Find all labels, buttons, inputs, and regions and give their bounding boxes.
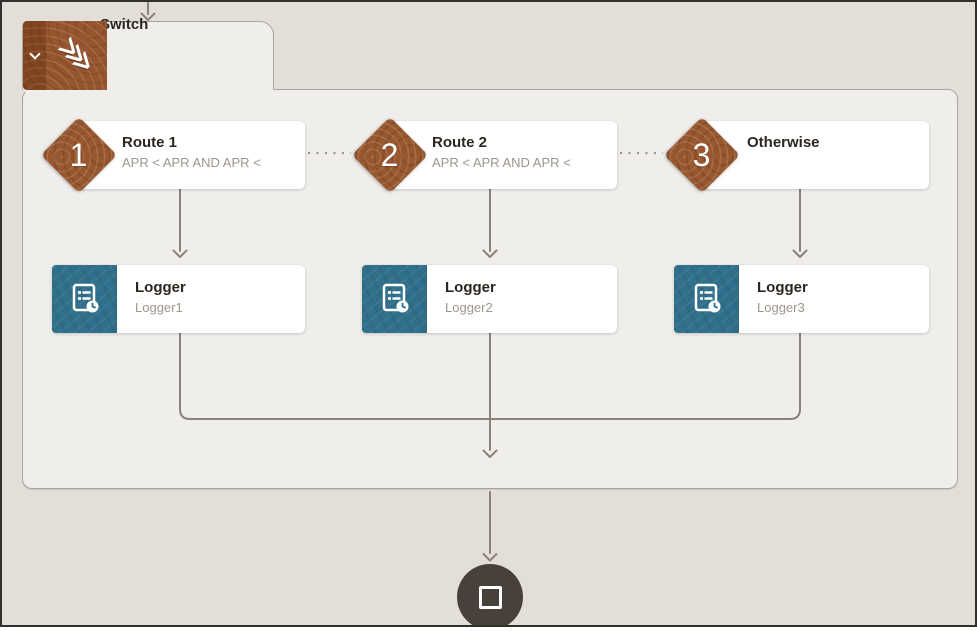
logger-name: Logger2 xyxy=(445,300,493,315)
route-condition: APR < APR AND APR < xyxy=(432,155,571,170)
collapse-strip[interactable] xyxy=(23,21,46,90)
route-number: 3 xyxy=(693,136,711,173)
route-number: 2 xyxy=(381,136,399,173)
route-title: Route 2 xyxy=(432,134,488,151)
logger-title: Logger xyxy=(757,279,808,296)
route-title: Otherwise xyxy=(747,134,820,151)
logger-name: Logger3 xyxy=(757,300,805,315)
switch-scope-tab-join xyxy=(24,88,272,92)
logger-title: Logger xyxy=(445,279,496,296)
logger-icon xyxy=(362,265,427,333)
chevron-down-icon[interactable] xyxy=(28,47,41,60)
stop-icon xyxy=(478,585,502,609)
route-condition: APR < APR AND APR < xyxy=(122,155,261,170)
flow-end-node[interactable] xyxy=(457,564,523,625)
switch-node-badge[interactable]: ⋙ xyxy=(23,21,107,90)
logger-node-3[interactable]: Logger Logger3 xyxy=(674,265,929,333)
route-number: 1 xyxy=(70,136,88,173)
logger-icon xyxy=(674,265,739,333)
logger-node-1[interactable]: Logger Logger1 xyxy=(52,265,305,333)
logger-title: Logger xyxy=(135,279,186,296)
logger-icon xyxy=(52,265,117,333)
logger-name: Logger1 xyxy=(135,300,183,315)
route-card-otherwise[interactable]: Otherwise xyxy=(702,121,929,189)
switch-branch-icon: ⋙ xyxy=(51,30,102,81)
logger-node-2[interactable]: Logger Logger2 xyxy=(362,265,617,333)
arrowhead-stop xyxy=(482,553,498,562)
route-title: Route 1 xyxy=(122,134,178,151)
switch-scope-title: Switch xyxy=(100,16,149,33)
